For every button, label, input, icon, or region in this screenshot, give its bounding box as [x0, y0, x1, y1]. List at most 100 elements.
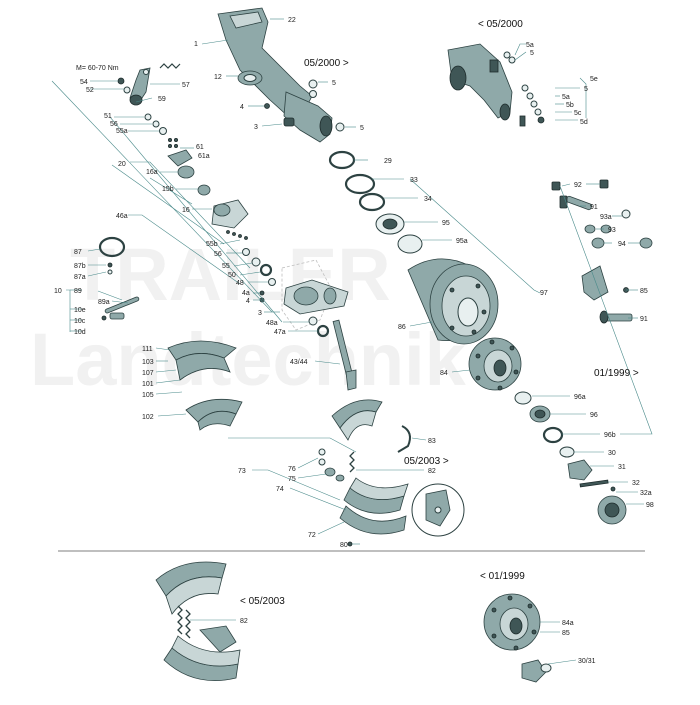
roller-75	[324, 467, 345, 482]
screw-4	[264, 103, 270, 109]
steering-knuckle-old	[447, 43, 513, 121]
wheel-nut-85	[581, 265, 609, 301]
label-55b: 55b	[206, 241, 218, 248]
label-86: 86	[398, 324, 406, 331]
header-lt-05-2000: < 05/2000	[478, 19, 523, 30]
label-111: 111	[142, 346, 153, 353]
label-85-b: 85	[562, 630, 570, 637]
spring-83	[397, 425, 411, 453]
label-10c: 10c	[74, 318, 86, 325]
leader-lines	[51, 18, 653, 665]
label-4a: 4a	[242, 290, 250, 297]
washer-5-top-b	[309, 90, 317, 98]
label-95: 95	[442, 220, 450, 227]
label-95a: 95a	[456, 238, 468, 245]
washer-5-right	[335, 122, 345, 132]
label-48a: 48a	[266, 320, 278, 327]
nut-54	[117, 77, 125, 85]
brake-shoe-set-old-upper	[155, 561, 227, 615]
label-55: 55	[222, 263, 230, 270]
washer-30	[559, 446, 575, 458]
label-5-b: 5	[360, 125, 364, 132]
label-57: 57	[182, 82, 190, 89]
label-61a: 61a	[198, 153, 210, 160]
label-107: 107	[142, 370, 154, 377]
part-87b	[107, 262, 113, 268]
label-16a: 16a	[146, 169, 158, 176]
label-89: 89	[74, 288, 82, 295]
brake-shoe-upper	[331, 399, 383, 441]
label-87b: 87b	[74, 263, 86, 270]
brake-shoe-set-old-lower	[163, 625, 241, 681]
label-22: 22	[288, 17, 296, 24]
hub-cap-98	[597, 495, 627, 525]
label-34: 34	[424, 196, 432, 203]
label-98: 98	[646, 502, 654, 509]
label-5-side: 5	[584, 86, 588, 93]
pin-32a	[610, 486, 616, 492]
split-pin-32	[579, 479, 609, 488]
label-89a: 89a	[98, 299, 110, 306]
label-61: 61	[196, 144, 204, 151]
label-52: 52	[86, 87, 94, 94]
label-50: 50	[228, 272, 236, 279]
label-5-top: 5	[530, 50, 534, 57]
label-12: 12	[214, 74, 222, 81]
seal-29	[328, 150, 356, 170]
label-84a: 84a	[562, 620, 574, 627]
washer-56	[152, 120, 160, 128]
label-87: 87	[74, 249, 82, 256]
ring-96b	[542, 426, 564, 444]
label-33: 33	[410, 177, 418, 184]
label-82-b: 82	[240, 618, 248, 625]
spring-57	[159, 63, 181, 69]
bearing-96	[529, 405, 551, 423]
bush-55	[251, 257, 261, 267]
washer-93a	[621, 209, 631, 219]
axle-beam-1	[217, 7, 333, 143]
label-102: 102	[142, 414, 154, 421]
label-83: 83	[428, 438, 436, 445]
header-lt-05-2003: < 05/2003	[240, 596, 285, 607]
label-96: 96	[590, 412, 598, 419]
header-gt-05-2003: 05/2003 >	[404, 456, 449, 467]
brake-shoe-lower-74	[343, 477, 409, 514]
label-43-44: 43/44	[290, 359, 308, 366]
label-48: 48	[236, 280, 244, 287]
label-32: 32	[632, 480, 640, 487]
label-94: 94	[618, 241, 626, 248]
rivet-80	[347, 541, 353, 547]
label-3: 3	[254, 124, 258, 131]
screw-4a	[259, 290, 265, 296]
label-56: 56	[110, 121, 118, 128]
label-76: 76	[288, 466, 296, 473]
label-103: 103	[142, 359, 154, 366]
knuckle-small-parts	[503, 51, 545, 127]
label-51: 51	[104, 113, 112, 120]
knuckle-housing-dashed	[281, 259, 333, 331]
bush-55a	[159, 127, 167, 135]
label-91: 91	[590, 204, 598, 211]
label-10e: 10e	[74, 307, 86, 314]
label-20: 20	[118, 161, 126, 168]
label-84: 84	[440, 370, 448, 377]
ring-50	[259, 263, 273, 277]
header-lt-01-1999: < 01/1999	[480, 571, 525, 582]
label-5-a: 5	[332, 80, 336, 87]
return-spring-82	[349, 451, 355, 473]
label-92: 92	[574, 182, 582, 189]
label-3-b: 3	[258, 310, 262, 317]
label-93: 93	[608, 227, 616, 234]
label-56-b: 56	[214, 251, 222, 258]
nut-94	[639, 237, 653, 249]
nut-93a	[584, 224, 596, 234]
brake-drum-86	[407, 258, 499, 345]
seal-96a	[514, 391, 532, 405]
adjuster-assembly-10	[101, 296, 140, 321]
bush-15b	[197, 184, 211, 196]
label-5a-top: 5a	[526, 42, 534, 49]
label-82: 82	[428, 468, 436, 475]
part-16a	[177, 165, 195, 179]
washer-48	[268, 278, 276, 286]
wheel-stud-92	[551, 179, 609, 191]
